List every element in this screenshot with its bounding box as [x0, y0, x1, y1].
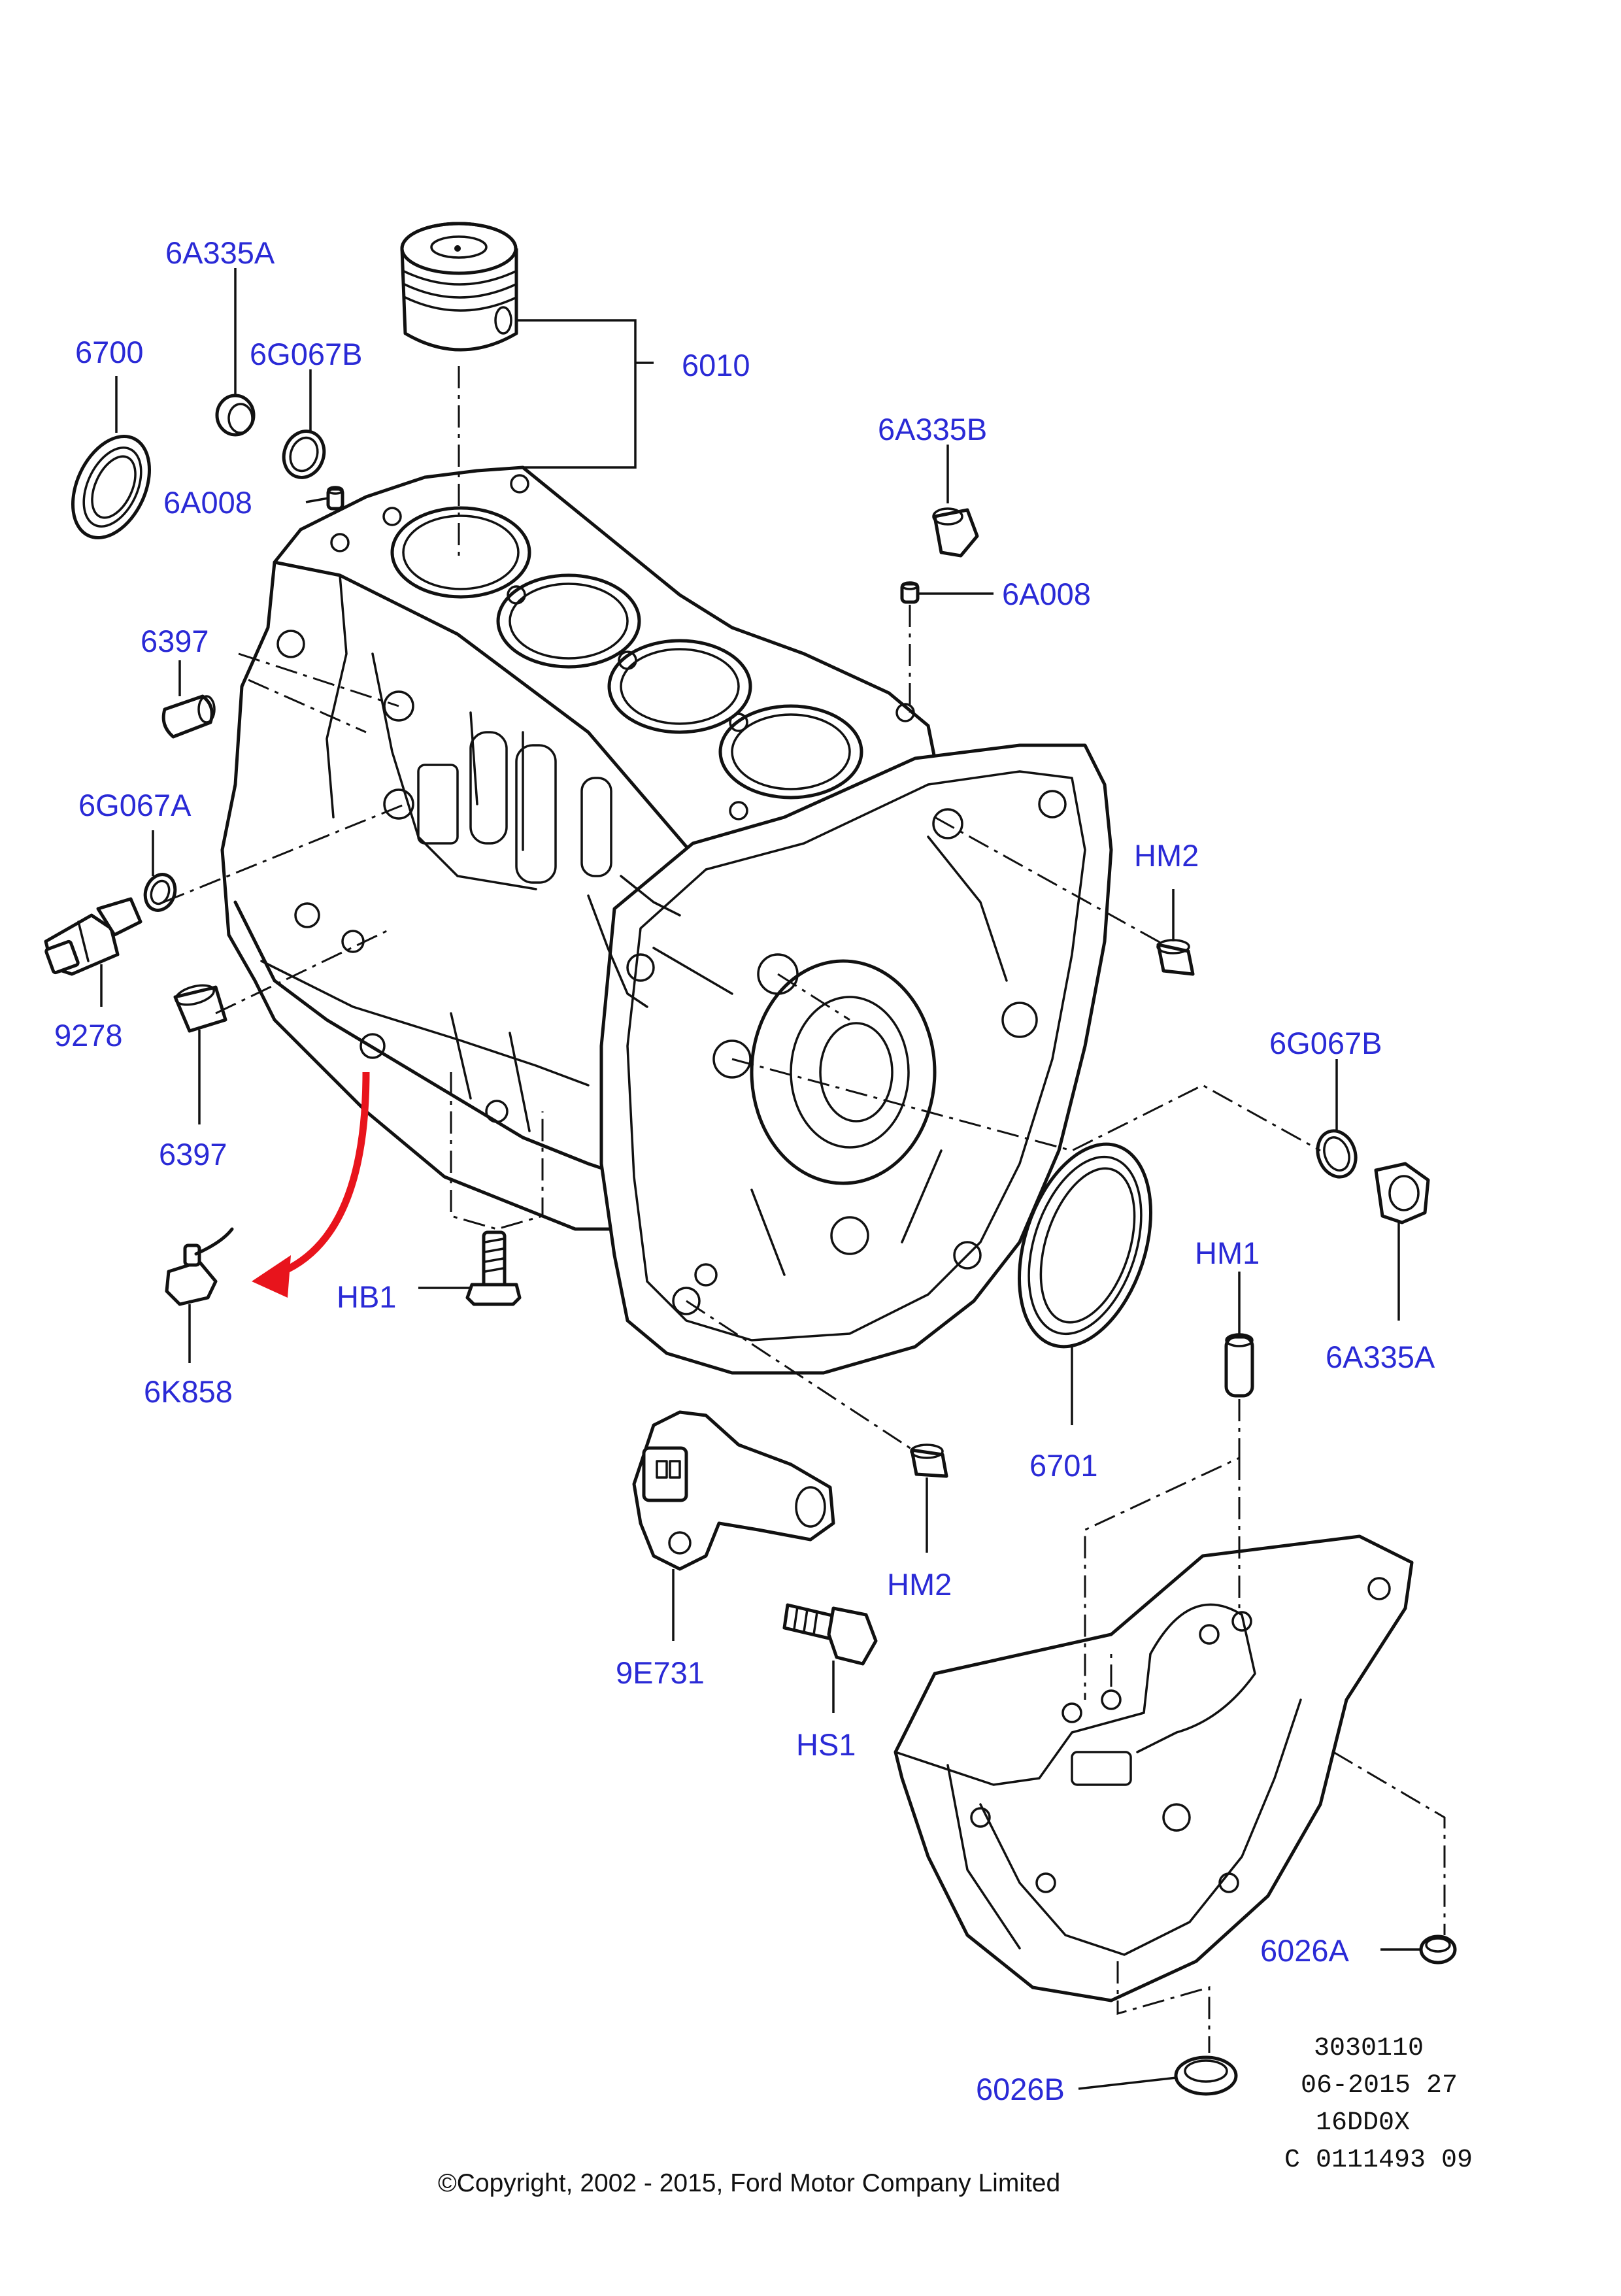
lower-crankcase-drawing [894, 1534, 1414, 2002]
rear-oil-seal-6701 [1017, 1142, 1153, 1349]
label-HB1[interactable]: HB1 [337, 1279, 396, 1314]
label-HM2-lower[interactable]: HM2 [887, 1567, 952, 1602]
label-6397-lower[interactable]: 6397 [159, 1137, 227, 1172]
reference-line-1: 3030110 [1314, 2034, 1424, 2063]
reference-line-4: C 0111493 09 [1284, 2146, 1473, 2175]
label-6K858[interactable]: 6K858 [144, 1374, 233, 1409]
label-6010[interactable]: 6010 [682, 348, 750, 382]
dowel-HM2-lower [910, 1443, 948, 1478]
label-6026A[interactable]: 6026A [1260, 1933, 1350, 1968]
red-direction-arrow [252, 1072, 370, 1298]
part-labels: 6A335A 6700 6G067B 6010 6A008 6A335B 6A0… [54, 235, 1435, 2106]
bolt-HS1 [782, 1603, 878, 1666]
plug-6026A [1419, 1934, 1457, 1965]
label-6A008-right[interactable]: 6A008 [1002, 577, 1091, 611]
label-9278[interactable]: 9278 [54, 1018, 123, 1053]
oil-pressure-switch-9278 [44, 897, 142, 976]
reference-line-3: 16DD0X [1316, 2108, 1410, 2138]
seal-ring-6G067A [143, 873, 177, 912]
seal-ring-6G067B-right [1316, 1129, 1358, 1179]
dowel-6A008-left [326, 486, 344, 511]
piston-drawing [400, 222, 518, 352]
copyright-notice: ©Copyright, 2002 - 2015, Ford Motor Comp… [438, 2169, 1060, 2197]
plug-6A335A-right [1374, 1162, 1430, 1224]
label-6G067B-right[interactable]: 6G067B [1269, 1026, 1382, 1060]
label-HS1[interactable]: HS1 [796, 1727, 856, 1762]
plug-6026B [1174, 2055, 1238, 2096]
label-6701[interactable]: 6701 [1029, 1448, 1098, 1483]
dowel-6397-lower [173, 984, 227, 1033]
label-HM2-upper[interactable]: HM2 [1134, 838, 1199, 873]
reference-line-2: 06-2015 27 [1301, 2071, 1458, 2101]
plug-6A335A-top [215, 394, 256, 437]
label-6700[interactable]: 6700 [75, 335, 144, 369]
label-9E731[interactable]: 9E731 [616, 1655, 705, 1690]
dowel-6397-upper [161, 694, 216, 739]
label-6397-upper[interactable]: 6397 [141, 624, 209, 658]
bolt-HB1 [465, 1230, 522, 1306]
alignment-lines [163, 366, 1446, 2053]
label-6G067B-top[interactable]: 6G067B [250, 337, 362, 371]
label-6A008-left[interactable]: 6A008 [163, 485, 252, 520]
leader-lines [100, 268, 1421, 2090]
label-6G067A[interactable]: 6G067A [78, 788, 192, 822]
dowel-HM2-upper [1156, 939, 1195, 976]
dowel-HM1 [1224, 1333, 1254, 1398]
knock-sensor-6K858 [165, 1227, 234, 1306]
label-6A335B[interactable]: 6A335B [878, 412, 987, 447]
cylinder-block-drawing [220, 465, 1113, 1375]
camshaft-sensor-9E731 [632, 1410, 835, 1571]
seal-ring-6G067B-top [282, 430, 326, 479]
label-6A335A-top[interactable]: 6A335A [165, 235, 275, 270]
label-6026B[interactable]: 6026B [976, 2072, 1065, 2106]
label-HM1[interactable]: HM1 [1195, 1236, 1260, 1270]
plug-6A335B [932, 507, 979, 558]
front-oil-seal-6700 [71, 435, 151, 539]
label-6A335A-right[interactable]: 6A335A [1326, 1340, 1435, 1374]
reference-code-block: 3030110 06-2015 27 16DD0X C 0111493 09 [1284, 2034, 1473, 2175]
dowel-6A008-right [900, 581, 920, 604]
